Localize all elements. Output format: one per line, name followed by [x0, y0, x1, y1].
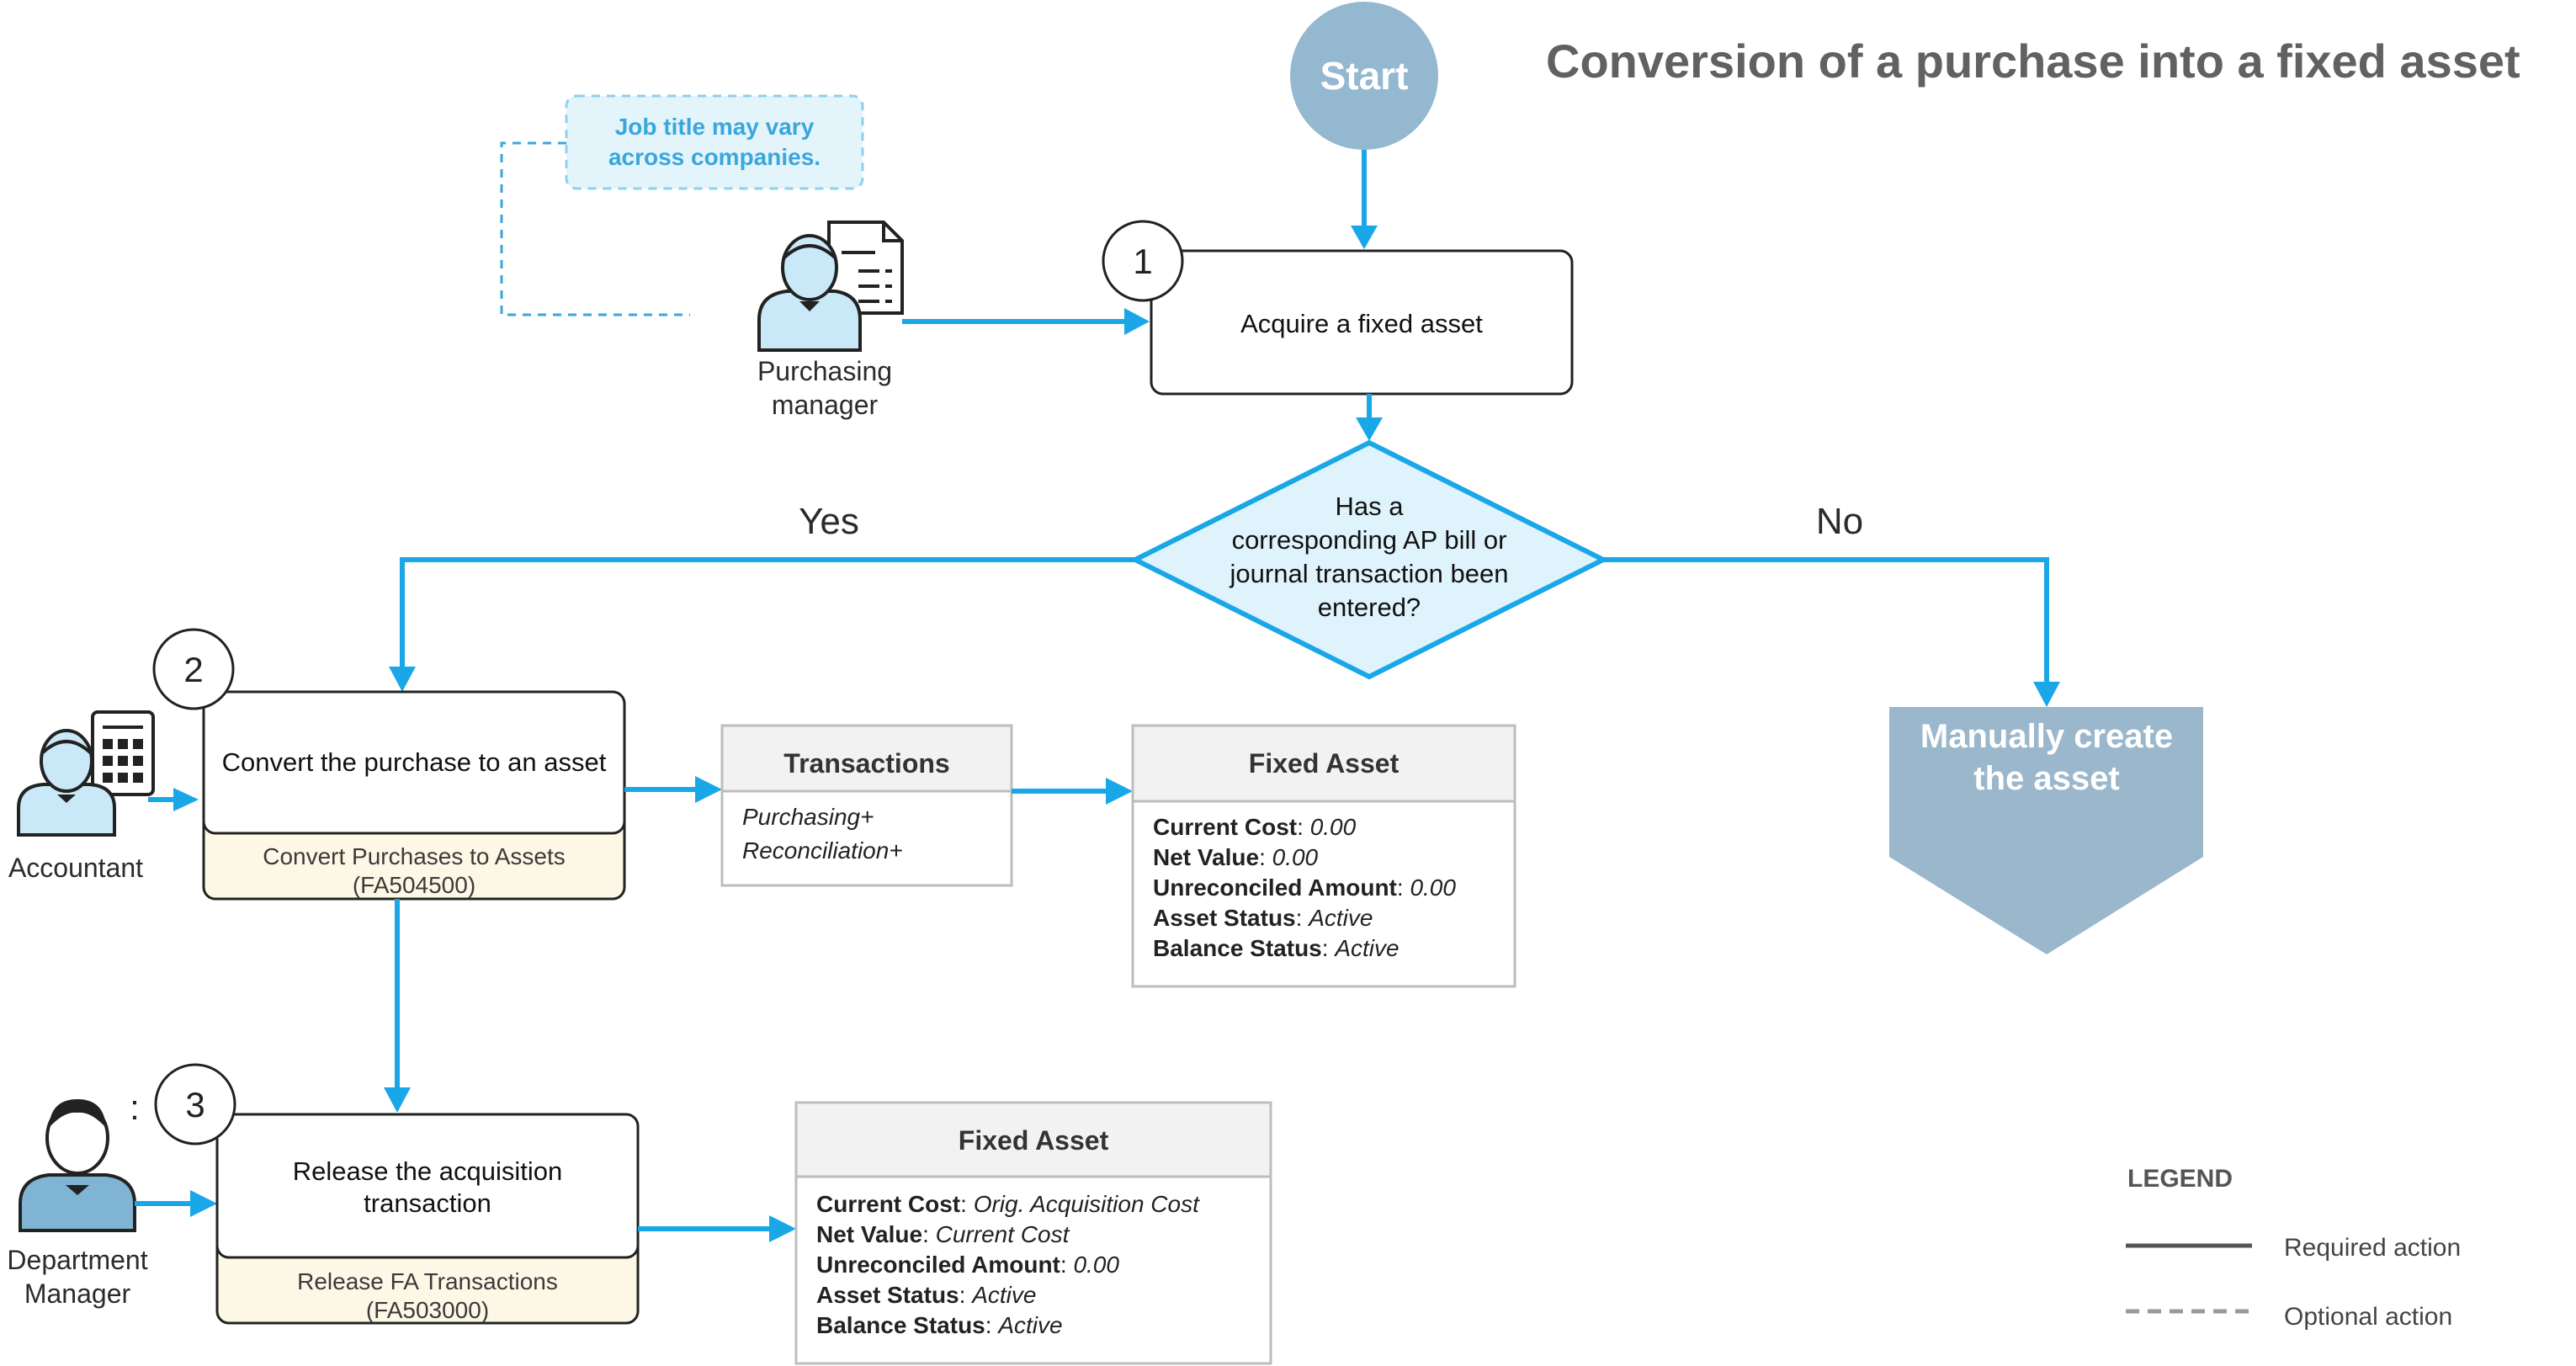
job-title-note: Job title may vary across companies.: [565, 94, 864, 190]
purchasing-manager-label-2: manager: [772, 390, 879, 420]
fixed-asset-2-key-4: Asset Status: [816, 1282, 959, 1308]
note-line-1: Job title may vary: [615, 114, 815, 140]
fixed-asset-1-val-5: Active: [1333, 935, 1399, 961]
legend-title: LEGEND: [2127, 1165, 2233, 1193]
fixed-asset-2-key-2: Net Value: [816, 1221, 922, 1247]
accountant-icon: [17, 710, 155, 837]
branch-no-label: No: [1816, 501, 1863, 542]
fixed-asset-1-key-5: Balance Status: [1153, 935, 1322, 961]
start-label: Start: [1320, 54, 1409, 98]
fixed-asset-1-sep-3: :: [1397, 874, 1410, 901]
fixed-asset-1-sep-4: :: [1296, 905, 1309, 931]
step-3-label-line-2: transaction: [364, 1188, 491, 1218]
department-manager-colon: :: [130, 1087, 140, 1127]
step-3-number: 3: [185, 1085, 204, 1124]
fixed-asset-2-sep-3: :: [1060, 1252, 1074, 1278]
fixed-asset-1-row-1: Current Cost: 0.00: [1153, 814, 1357, 840]
fixed-asset-2-key-5: Balance Status: [816, 1312, 985, 1338]
department-manager-label-2: Manager: [24, 1278, 131, 1309]
department-manager-label-1: Department: [7, 1245, 147, 1275]
decision-line-2: corresponding AP bill or: [1232, 525, 1507, 555]
fixed-asset-1-row-5: Balance Status: Active: [1153, 935, 1400, 961]
start-node: Start: [1290, 2, 1438, 150]
fixed-asset-2-key-3: Unreconciled Amount: [816, 1252, 1060, 1278]
fixed-asset-2-sep-4: :: [959, 1282, 973, 1308]
fixed-asset-2-title: Fixed Asset: [959, 1125, 1109, 1156]
fixed-asset-2-row-2: Net Value: Current Cost: [816, 1221, 1070, 1247]
step-3-form-line-1: Release FA Transactions: [297, 1268, 558, 1294]
fixed-asset-1-row-2: Net Value: 0.00: [1153, 844, 1319, 870]
legend-required-label: Required action: [2284, 1234, 2461, 1262]
step-2-number: 2: [183, 650, 203, 689]
transactions-card: Transactions Purchasing+ Reconciliation+: [720, 724, 1013, 887]
fixed-asset-2-sep-1: :: [960, 1191, 974, 1217]
purchasing-manager-label-1: Purchasing: [757, 356, 892, 386]
fixed-asset-2-val-4: Active: [970, 1282, 1036, 1308]
accountant-label: Accountant: [8, 853, 143, 883]
step-3: Release the acquisition transaction Rele…: [215, 1113, 640, 1325]
manual-create-line-1: Manually create: [1920, 718, 2173, 755]
step-2-label: Convert the purchase to an asset: [222, 747, 607, 777]
fixed-asset-1-key-4: Asset Status: [1153, 905, 1296, 931]
fixed-asset-1-val-3: 0.00: [1410, 874, 1456, 901]
fixed-asset-1-val-2: 0.00: [1272, 844, 1319, 870]
fixed-asset-2-row-5: Balance Status: Active: [816, 1312, 1063, 1338]
fixed-asset-1-key-1: Current Cost: [1153, 814, 1297, 840]
fixed-asset-1-key-2: Net Value: [1153, 844, 1259, 870]
fixed-asset-1-sep-1: :: [1297, 814, 1310, 840]
fixed-asset-1-row-4: Asset Status: Active: [1153, 905, 1373, 931]
branch-yes-label: Yes: [799, 501, 859, 542]
fixed-asset-2-val-3: 0.00: [1073, 1252, 1119, 1278]
step-2-form-line-1: Convert Purchases to Assets: [263, 843, 566, 869]
manual-create-line-2: the asset: [1973, 760, 2119, 797]
step-2: Convert the purchase to an asset Convert…: [202, 690, 626, 901]
note-line-2: across companies.: [608, 144, 821, 170]
fixed-asset-1-sep-2: :: [1259, 844, 1272, 870]
step-1-number: 1: [1133, 242, 1152, 281]
fixed-asset-2-val-5: Active: [996, 1312, 1062, 1338]
fixed-asset-1-val-4: Active: [1307, 905, 1373, 931]
fixed-asset-1-row-3: Unreconciled Amount: 0.00: [1153, 874, 1456, 901]
fixed-asset-2-val-2: Current Cost: [936, 1221, 1070, 1247]
fixed-asset-card-2: Fixed Asset Current Cost: Orig. Acquisit…: [794, 1101, 1272, 1365]
step-3-form-line-2: (FA503000): [366, 1297, 489, 1323]
diagram-title: Conversion of a purchase into a fixed as…: [1546, 35, 2520, 88]
step-2-form-line-2: (FA504500): [353, 872, 475, 898]
flow-decision-no: [1603, 557, 2049, 690]
transactions-card-title: Transactions: [783, 748, 949, 779]
purchasing-manager-icon: [757, 221, 904, 352]
legend-optional-label: Optional action: [2284, 1303, 2452, 1331]
legend: LEGEND Required action Optional action: [2126, 1165, 2461, 1331]
fixed-asset-2-val-1: Orig. Acquisition Cost: [974, 1191, 1200, 1217]
fixed-asset-2-row-4: Asset Status: Active: [816, 1282, 1036, 1308]
fixed-asset-card-1: Fixed Asset Current Cost: 0.00 Net Value…: [1131, 724, 1516, 988]
step-3-number-badge: 3: [154, 1063, 236, 1145]
fixed-asset-1-val-1: 0.00: [1310, 814, 1357, 840]
department-manager-icon: [19, 1099, 136, 1232]
step-1: Acquire a fixed asset: [1150, 249, 1574, 396]
fixed-asset-2-row-1: Current Cost: Orig. Acquisition Cost: [816, 1191, 1200, 1217]
fixed-asset-2-row-3: Unreconciled Amount: 0.00: [816, 1252, 1119, 1278]
step-1-label: Acquire a fixed asset: [1240, 309, 1483, 338]
step-3-label-line-1: Release the acquisition: [293, 1156, 563, 1186]
decision-line-4: entered?: [1318, 593, 1421, 622]
fixed-asset-2-sep-2: :: [922, 1221, 936, 1247]
decision-line-3: journal transaction been: [1230, 559, 1509, 588]
decision-diamond: Has a corresponding AP bill or journal t…: [1129, 439, 1609, 680]
transactions-item-2: Reconciliation+: [742, 837, 903, 864]
fixed-asset-2-key-1: Current Cost: [816, 1191, 960, 1217]
fixed-asset-1-title: Fixed Asset: [1249, 748, 1400, 779]
flow-decision-yes: [400, 557, 1135, 673]
step-2-number-badge: 2: [152, 628, 235, 710]
manual-create-asset-node: Manually create the asset: [1889, 707, 2203, 954]
step-1-number-badge: 1: [1102, 220, 1184, 302]
decision-line-1: Has a: [1336, 492, 1405, 521]
fixed-asset-1-key-3: Unreconciled Amount: [1153, 874, 1397, 901]
note-connector-dashed: [500, 141, 690, 316]
fixed-asset-2-sep-5: :: [985, 1312, 999, 1338]
transactions-item-1: Purchasing+: [742, 804, 874, 830]
fixed-asset-1-sep-5: :: [1322, 935, 1336, 961]
